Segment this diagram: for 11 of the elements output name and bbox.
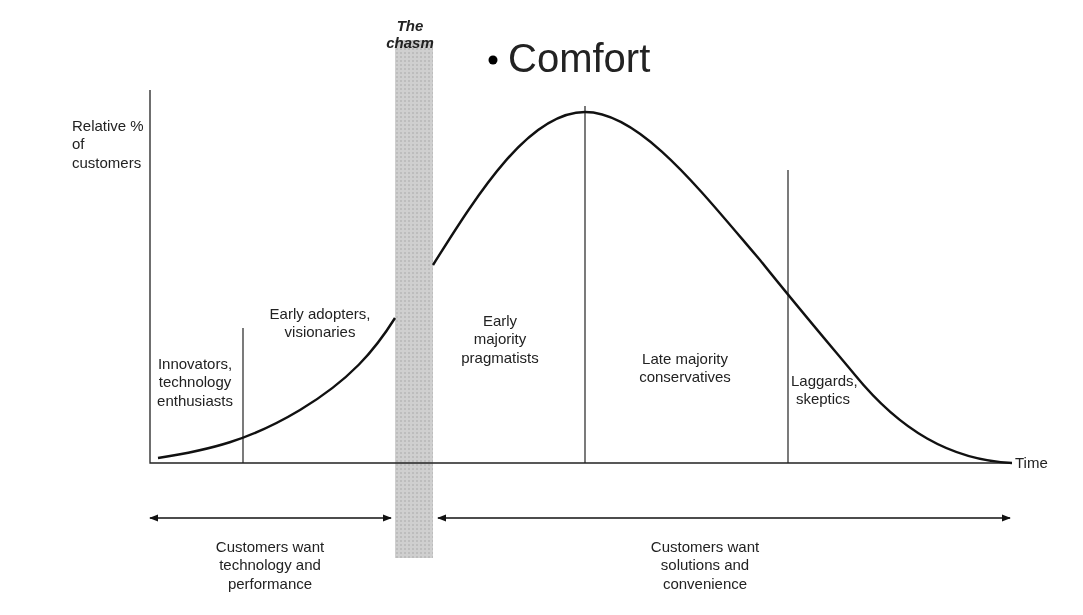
axis-label: Relative % of customers — [72, 117, 145, 172]
segment-label: Laggards, skeptics — [791, 372, 855, 409]
caption-text: Customers want technology and performance — [214, 538, 326, 593]
segment-label: Late majority conservatives — [638, 350, 732, 387]
segment-label: Early adopters, visionaries — [268, 305, 372, 342]
caption-text: Customers want solutions and convenience — [649, 538, 761, 593]
segment-label: Innovators, technology enthusiasts — [156, 355, 234, 410]
bullet-text: Comfort — [508, 35, 651, 82]
segment-label: Early majority pragmatists — [460, 312, 540, 367]
axis-label: Time — [1015, 454, 1048, 473]
chasm-label: The chasm — [385, 18, 435, 51]
